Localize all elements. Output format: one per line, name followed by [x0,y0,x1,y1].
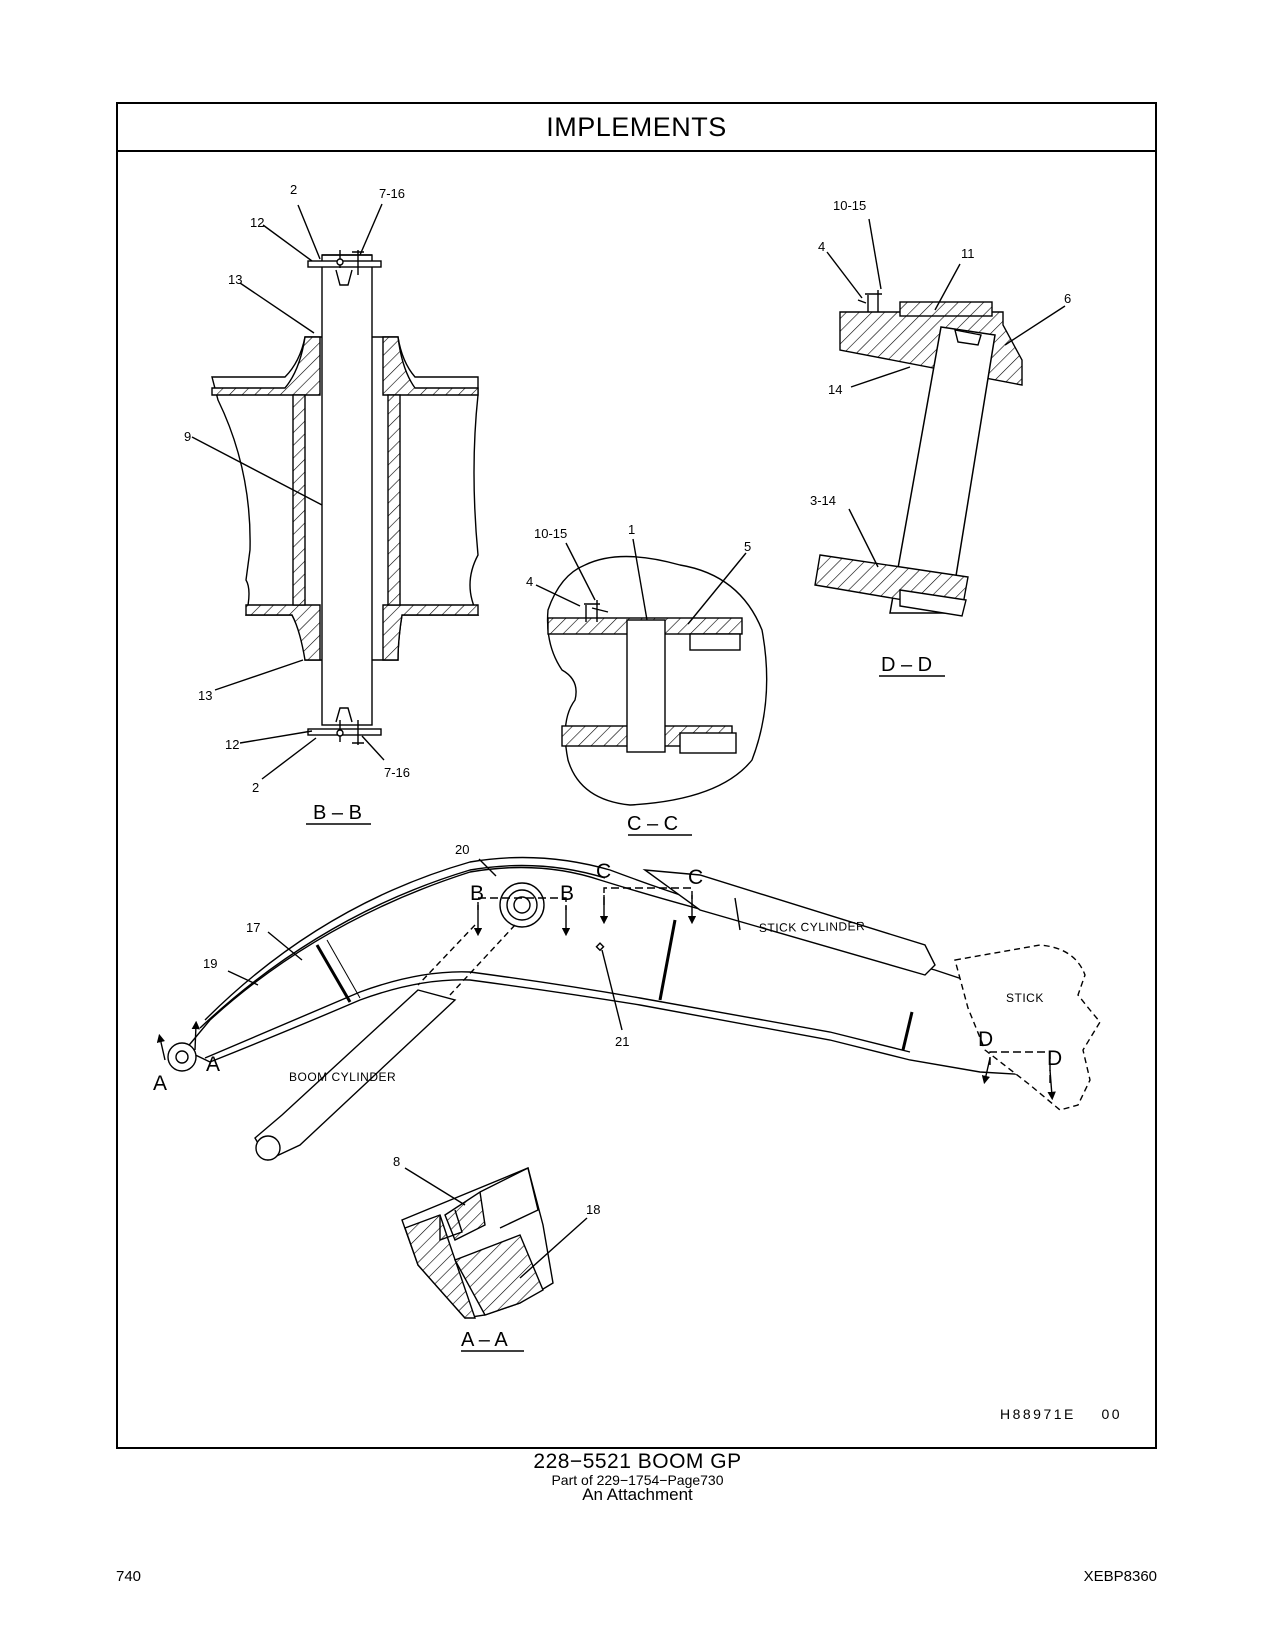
aa-hatch-left [404,1214,476,1319]
section-mark-a-left: A [153,1072,167,1095]
view-bb-title: B – B [313,802,362,824]
dd-top-cap [899,301,993,317]
callout-12-bottom: 12 [225,737,239,752]
bb-flange-top-r [382,336,479,396]
section-mark-d-right: D [1047,1047,1062,1070]
cc-pin [626,619,666,753]
dd-top-plate [839,311,1023,386]
dd-callout-11: 11 [961,246,975,261]
label-stick-cylinder: STICK CYLINDER [759,919,866,935]
view-cc-labels: 10-15 1 5 4 C – C [526,522,751,835]
view-dd-title: D – D [881,654,932,676]
dd-callout-6: 6 [1064,291,1071,306]
callout-4: 4 [526,574,533,589]
callout-2-bottom: 2 [252,780,259,795]
cc-lower-plate-right [679,732,737,754]
callout-19: 19 [203,956,217,971]
callout-7-16-top: 7-16 [379,186,405,201]
aa-callout-18: 18 [586,1202,600,1217]
caption-part: 228−5521 BOOM GP [533,1450,742,1473]
dd-callout-14: 14 [828,382,842,397]
stick [954,944,1101,1111]
view-aa-labels: 8 18 A – A [393,1154,600,1351]
view-aa-title: A – A [461,1329,508,1351]
bb-flange-bot-r [382,604,479,661]
section-mark-a-right: A [206,1053,220,1076]
callout-2-top: 2 [290,182,297,197]
section-title: IMPLEMENTS [546,112,727,142]
callout-17: 17 [246,920,260,935]
callout-12-top: 12 [250,215,264,230]
boom-bottom-flange [204,971,911,1059]
bb-pin [321,254,373,726]
view-cc [535,538,768,836]
dd-bolt [857,290,882,312]
bb-top-plate [307,260,382,268]
callout-21: 21 [615,1034,629,1049]
boom-assembly [156,856,1101,1161]
section-mark-c-right: C [688,866,703,889]
callout-13-bottom: 13 [198,688,212,703]
caption-note: An Attachment [582,1485,693,1504]
caption-parent: Part of 229−1754−Page730 [551,1472,724,1488]
bb-flange-top [211,336,321,396]
bb-flange-bot [245,604,321,661]
callout-1: 1 [628,522,635,537]
bb-bottom-plate [307,728,382,736]
aa-callout-8: 8 [393,1154,400,1169]
cut-line-b [477,897,567,910]
view-bb-labels: 2 7-16 12 13 9 13 12 2 7-16 B – B [184,182,410,824]
dd-callout-4: 4 [818,239,825,254]
aa-hatch-right [454,1234,544,1316]
callout-20: 20 [455,842,469,857]
view-cc-title: C – C [627,813,678,835]
illustration-id: H88971E 00 [1000,1406,1122,1422]
view-dd [814,218,1066,677]
view-bb [191,203,480,825]
boom-labels: 20 17 19 21 B B C C A A D D STICK CYLIND… [153,842,1062,1095]
callout-7-16-bottom: 7-16 [384,765,410,780]
label-stick: STICK [1006,991,1044,1005]
callout-9: 9 [184,429,191,444]
dd-pin-head [954,329,982,346]
dd-bottom-plate-r [899,589,967,617]
aa-hatch-mid [444,1190,486,1241]
label-boom-cylinder: BOOM CYLINDER [289,1070,396,1084]
cc-lock-bolt [584,600,609,622]
illustration-frame: IMPLEMENTS [116,102,1157,1449]
document-code: XEBP8360 [1083,1568,1157,1585]
section-mark-c-left: C [596,860,611,883]
stick-cylinder [642,869,936,976]
cc-upper-plate-right [689,633,741,651]
callout-10-15: 10-15 [534,526,567,541]
dd-callout-10-15: 10-15 [833,198,866,213]
bb-bushing-right [387,394,401,606]
view-aa [401,1166,588,1352]
figure-caption: 228−5521 BOOM GP Part of 229−1754−Page73… [0,1451,1275,1503]
bb-bushing-left [292,394,306,606]
section-mark-d-left: D [978,1028,993,1051]
page-number: 740 [116,1568,142,1585]
dd-callout-3-14: 3-14 [810,493,836,508]
callout-5: 5 [744,539,751,554]
section-mark-b-right: B [560,882,574,905]
section-header: IMPLEMENTS [118,104,1155,152]
view-dd-labels: 10-15 4 11 6 14 3-14 D – D [810,198,1071,676]
callout-13-top: 13 [228,272,242,287]
boom-top-flange-2 [199,864,606,1029]
section-mark-b-left: B [470,882,484,905]
